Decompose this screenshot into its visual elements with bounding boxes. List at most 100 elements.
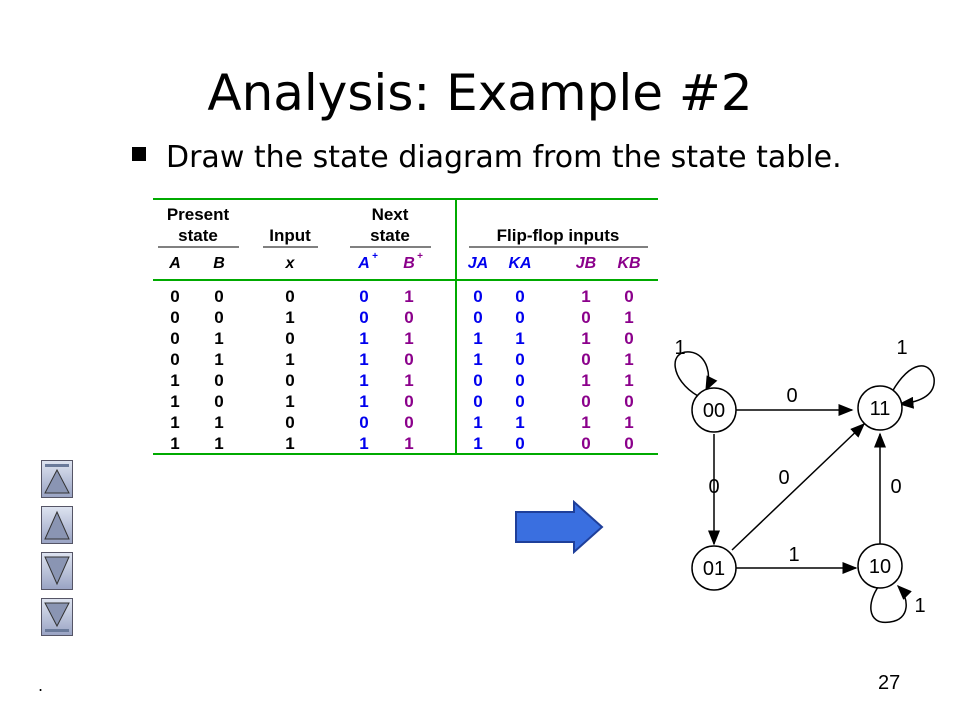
last-slide-button[interactable] — [41, 598, 73, 636]
table-cell: 0 — [214, 308, 223, 327]
table-cell: 1 — [170, 413, 179, 432]
header-next: Next — [372, 205, 409, 224]
table-cell: 0 — [170, 308, 179, 327]
table-cell: 0 — [404, 413, 413, 432]
table-cell: 0 — [515, 287, 524, 306]
table-cell: 1 — [359, 329, 368, 348]
bullet-square-icon — [132, 147, 146, 161]
table-cell: 0 — [359, 413, 368, 432]
table-cell: 0 — [473, 392, 482, 411]
table-cell: 0 — [359, 308, 368, 327]
label-10-11: 0 — [890, 476, 901, 498]
col-B: B — [213, 255, 225, 272]
table-cell: 0 — [404, 308, 413, 327]
state-node-11: 11 — [857, 385, 903, 431]
state-node-01: 01 — [691, 545, 737, 591]
table-cell: 0 — [515, 350, 524, 369]
table-cell: 1 — [214, 350, 223, 369]
col-next-B-plus: + — [417, 251, 423, 262]
header-input: Input — [269, 226, 311, 245]
table-cell: 0 — [359, 287, 368, 306]
last-slide-icon — [44, 602, 70, 632]
table-cell: 0 — [285, 329, 294, 348]
col-KB: KB — [617, 255, 640, 272]
table-cell: 1 — [624, 413, 633, 432]
table-cell: 0 — [624, 329, 633, 348]
state-node-10: 10 — [857, 543, 903, 589]
table-cell: 0 — [285, 413, 294, 432]
col-x: x — [285, 255, 296, 272]
table-cell: 1 — [214, 413, 223, 432]
table-cell: 0 — [515, 434, 524, 453]
table-cell: 1 — [581, 329, 590, 348]
label-00-01: 0 — [708, 476, 719, 498]
col-KA: KA — [508, 255, 531, 272]
first-slide-icon — [44, 464, 70, 494]
table-cell: 1 — [214, 329, 223, 348]
table-cell: 0 — [214, 287, 223, 306]
table-cell: 1 — [170, 392, 179, 411]
page-number: 27 — [878, 672, 901, 694]
table-cell: 0 — [515, 371, 524, 390]
label-01-10: 1 — [788, 544, 799, 566]
self-loop-10 — [870, 581, 912, 624]
next-slide-icon — [44, 556, 70, 586]
next-slide-button[interactable] — [41, 552, 73, 590]
table-cell: 1 — [359, 434, 368, 453]
col-next-B: B — [403, 255, 415, 272]
slide-title: Analysis: Example #2 — [207, 64, 753, 122]
self-loop-11 — [891, 365, 935, 409]
footer-mark: . — [38, 676, 44, 695]
table-cell: 1 — [170, 434, 179, 453]
label-01-11: 0 — [778, 467, 789, 489]
previous-slide-button[interactable] — [41, 506, 73, 544]
bullet-text: Draw the state diagram from the state ta… — [166, 140, 842, 175]
state-label-10: 10 — [869, 556, 891, 578]
col-A: A — [168, 255, 181, 272]
state-label-11: 11 — [870, 398, 891, 420]
table-cell: 1 — [624, 371, 633, 390]
table-cell: 0 — [624, 434, 633, 453]
table-cell: 1 — [624, 308, 633, 327]
header-flipflop: Flip-flop inputs — [497, 226, 620, 245]
table-cell: 0 — [581, 308, 590, 327]
table-cell: 1 — [285, 308, 294, 327]
table-cell: 1 — [285, 434, 294, 453]
col-JB: JB — [576, 255, 596, 272]
table-cell: 1 — [359, 392, 368, 411]
previous-slide-icon — [44, 510, 70, 540]
table-cell: 0 — [404, 350, 413, 369]
bullet-item: Draw the state diagram from the state ta… — [132, 138, 842, 178]
table-cell: 0 — [473, 287, 482, 306]
label-self-00: 1 — [674, 337, 685, 359]
header-present-state: state — [178, 226, 218, 245]
table-cell: 1 — [359, 350, 368, 369]
table-cell: 1 — [581, 413, 590, 432]
state-node-00: 00 — [691, 387, 737, 433]
table-cell: 1 — [581, 287, 590, 306]
table-cell: 1 — [170, 371, 179, 390]
table-cell: 1 — [624, 350, 633, 369]
table-cell: 0 — [581, 434, 590, 453]
table-cell: 1 — [404, 434, 413, 453]
col-next-A-plus: + — [372, 251, 378, 262]
right-arrow-icon[interactable] — [514, 500, 604, 554]
state-diagram: 00 11 01 10 1 1 0 0 0 0 1 1 — [674, 337, 935, 624]
first-slide-button[interactable] — [41, 460, 73, 498]
table-cell: 0 — [473, 308, 482, 327]
col-JA: JA — [468, 255, 488, 272]
state-label-01: 01 — [703, 558, 725, 580]
table-cell: 0 — [515, 392, 524, 411]
table-cell: 1 — [473, 413, 482, 432]
table-cell: 0 — [404, 392, 413, 411]
col-next-A: A — [357, 255, 370, 272]
table-cell: 1 — [515, 329, 524, 348]
self-loop-00 — [674, 351, 718, 397]
table-cell: 1 — [473, 350, 482, 369]
